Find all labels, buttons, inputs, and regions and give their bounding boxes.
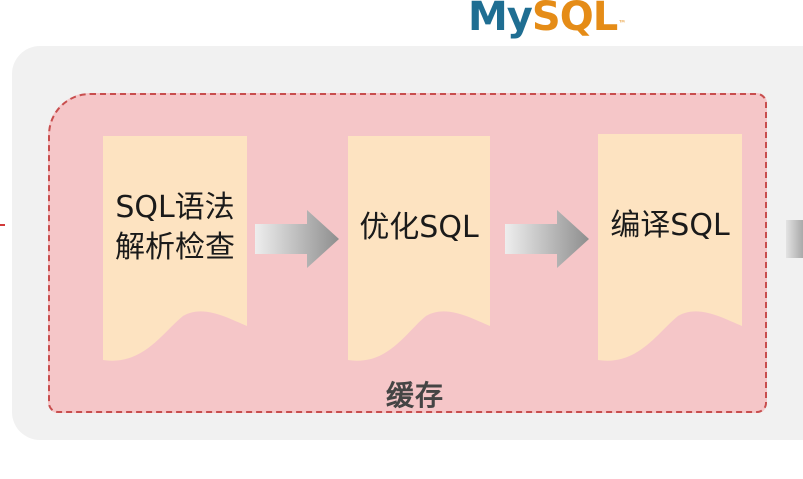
document-shape <box>348 136 490 361</box>
document-shape <box>103 136 247 361</box>
document-shape <box>598 134 742 361</box>
step-parse-document: SQL语法 解析检查 <box>103 136 247 364</box>
step-parse-label-line2: 解析检查 <box>115 230 235 265</box>
logo-my: My <box>468 0 533 40</box>
step-compile-document: 编译SQL <box>598 134 742 364</box>
cache-label: 缓存 <box>386 379 445 412</box>
step-optimize-label: 优化SQL <box>359 210 479 245</box>
step-optimize-document: 优化SQL <box>348 136 490 364</box>
step-parse-label-line1: SQL语法 <box>115 190 235 225</box>
logo-trademark: ™ <box>618 19 626 28</box>
logo-sql: SQL <box>531 0 618 40</box>
mysql-logo: MySQL™ <box>468 0 626 40</box>
flow-arrow-icon <box>505 210 589 268</box>
step-compile-label: 编译SQL <box>610 208 730 243</box>
incoming-arrow-stub <box>0 224 5 226</box>
outgoing-arrow-stub <box>786 220 803 258</box>
flow-arrow-icon <box>255 210 339 268</box>
